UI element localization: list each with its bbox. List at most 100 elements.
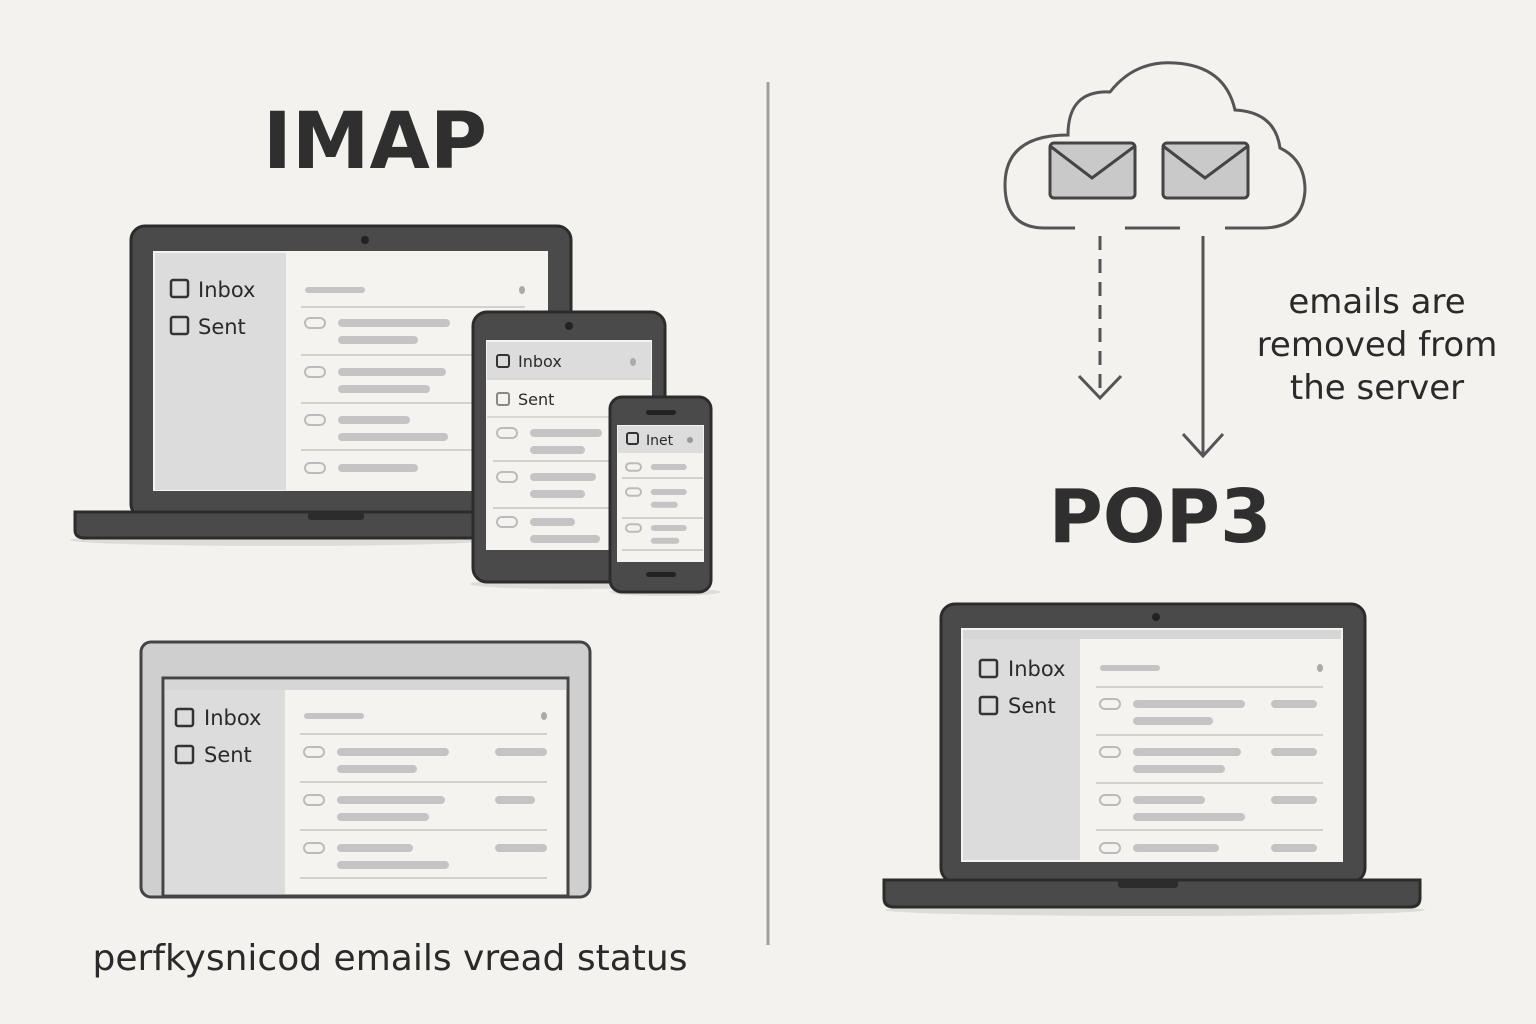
subject-bar <box>650 525 687 531</box>
camera-icon <box>1152 613 1160 621</box>
checkbox-icon <box>978 695 999 716</box>
folder-sent[interactable]: Sent <box>198 315 246 339</box>
unread-dot-icon <box>1317 664 1323 672</box>
imap-caption: perfkysnicod emails vread status <box>93 938 688 979</box>
email-icon <box>303 794 325 806</box>
subject-bar <box>1133 844 1219 852</box>
header-bar <box>1100 665 1160 671</box>
preview-bar <box>650 537 680 544</box>
date-bar <box>495 844 547 852</box>
subject-bar <box>338 368 446 376</box>
preview-bar <box>1133 765 1225 773</box>
cloud-server-icon <box>1003 61 1307 230</box>
checkbox-icon <box>496 392 510 406</box>
checkbox-icon <box>169 278 190 299</box>
email-icon <box>496 516 518 528</box>
email-list <box>300 712 547 879</box>
folder-sent[interactable]: Sent <box>518 390 554 409</box>
preview-bar <box>530 446 585 454</box>
subject-bar <box>650 489 687 495</box>
date-bar <box>1271 700 1317 708</box>
date-bar <box>495 796 535 804</box>
checkbox-icon <box>174 707 195 728</box>
checkbox-icon <box>978 658 999 679</box>
subject-bar <box>337 796 445 804</box>
subject-bar <box>530 473 596 481</box>
note-line-2: removed from <box>1257 325 1498 365</box>
email-icon <box>1099 842 1121 854</box>
checkbox-icon <box>626 432 639 445</box>
camera-icon <box>565 322 573 330</box>
email-icon <box>303 842 325 854</box>
preview-bar <box>1133 717 1213 725</box>
email-icon <box>625 523 642 533</box>
speaker-icon <box>646 410 676 415</box>
preview-bar <box>337 813 429 821</box>
email-icon <box>304 462 326 474</box>
email-icon <box>1099 698 1121 710</box>
subject-bar <box>650 464 687 470</box>
header-bar <box>304 713 364 719</box>
email-icon <box>1099 794 1121 806</box>
subject-bar <box>338 416 410 424</box>
preview-bar <box>650 501 678 508</box>
preview-bar <box>338 385 430 393</box>
folder-inbox[interactable]: Inbox <box>204 706 261 730</box>
unread-dot-icon <box>541 712 547 720</box>
email-list <box>1096 664 1323 854</box>
preview-bar <box>337 861 449 869</box>
checkbox-icon <box>174 744 195 765</box>
email-icon <box>304 366 326 378</box>
date-bar <box>1271 748 1317 756</box>
imap-monitor: Inbox Sent <box>139 640 592 899</box>
email-icon <box>625 487 642 497</box>
folder-inbox[interactable]: Inbox <box>1008 657 1065 681</box>
email-icon <box>625 462 642 472</box>
date-bar <box>1271 844 1317 852</box>
subject-bar <box>530 429 602 437</box>
note-line-1: emails are <box>1288 282 1465 322</box>
checkbox-icon <box>169 315 190 336</box>
folder-inbox[interactable]: Inbox <box>198 278 255 302</box>
header-bar <box>305 287 365 293</box>
email-icon <box>304 317 326 329</box>
subject-bar <box>1133 700 1245 708</box>
dashed-arrow-icon <box>1077 236 1123 401</box>
folder-inet[interactable]: Inet <box>646 433 674 449</box>
solid-arrow-icon <box>1181 236 1225 459</box>
preview-bar <box>530 490 585 498</box>
email-icon <box>303 746 325 758</box>
pop3-title: POP3 <box>1049 474 1272 560</box>
email-icon <box>496 471 518 483</box>
envelope-icon <box>1048 141 1137 200</box>
preview-bar <box>338 433 448 441</box>
preview-bar <box>530 535 600 543</box>
note-line-3: the server <box>1290 368 1464 408</box>
envelope-icon <box>1161 141 1250 200</box>
preview-bar <box>1133 813 1245 821</box>
date-bar <box>495 748 547 756</box>
imap-title: IMAP <box>263 97 487 187</box>
folder-sent[interactable]: Sent <box>204 743 252 767</box>
preview-bar <box>337 765 417 773</box>
email-list <box>622 462 703 551</box>
date-bar <box>1271 796 1317 804</box>
subject-bar <box>338 464 418 472</box>
checkbox-icon <box>496 354 510 368</box>
email-icon <box>1099 746 1121 758</box>
subject-bar <box>337 844 413 852</box>
email-icon <box>304 414 326 426</box>
unread-dot-icon <box>519 286 525 294</box>
subject-bar <box>337 748 449 756</box>
camera-icon <box>361 236 369 244</box>
subject-bar <box>1133 748 1241 756</box>
subject-bar <box>1133 796 1205 804</box>
folder-inbox[interactable]: Inbox <box>518 352 562 371</box>
subject-bar <box>338 319 450 327</box>
subject-bar <box>530 518 575 526</box>
email-icon <box>496 427 518 439</box>
preview-bar <box>338 336 418 344</box>
folder-sent[interactable]: Sent <box>1008 694 1056 718</box>
email-list <box>301 286 525 474</box>
